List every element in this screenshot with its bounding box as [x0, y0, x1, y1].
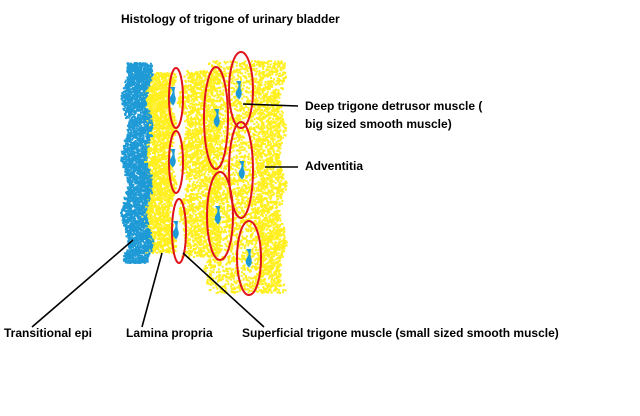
label-superficial-muscle: Superficial trigone muscle (small sized …	[242, 326, 559, 341]
label-adventitia: Adventitia	[305, 159, 363, 174]
label-transitional-epi: Transitional epi	[4, 326, 92, 341]
adventitia-band	[254, 60, 288, 294]
lamina-propria-pointer	[142, 253, 162, 327]
label-lamina-propria: Lamina propria	[126, 326, 213, 341]
label-deep-muscle-line1: Deep trigone detrusor muscle (	[305, 99, 482, 114]
transitional-epi-pointer	[32, 240, 133, 327]
tissue-layers	[120, 60, 288, 294]
label-deep-muscle-line2: big sized smooth muscle)	[305, 117, 452, 132]
diagram-title: Histology of trigone of urinary bladder	[121, 12, 340, 27]
nucleus-icon	[174, 222, 178, 238]
